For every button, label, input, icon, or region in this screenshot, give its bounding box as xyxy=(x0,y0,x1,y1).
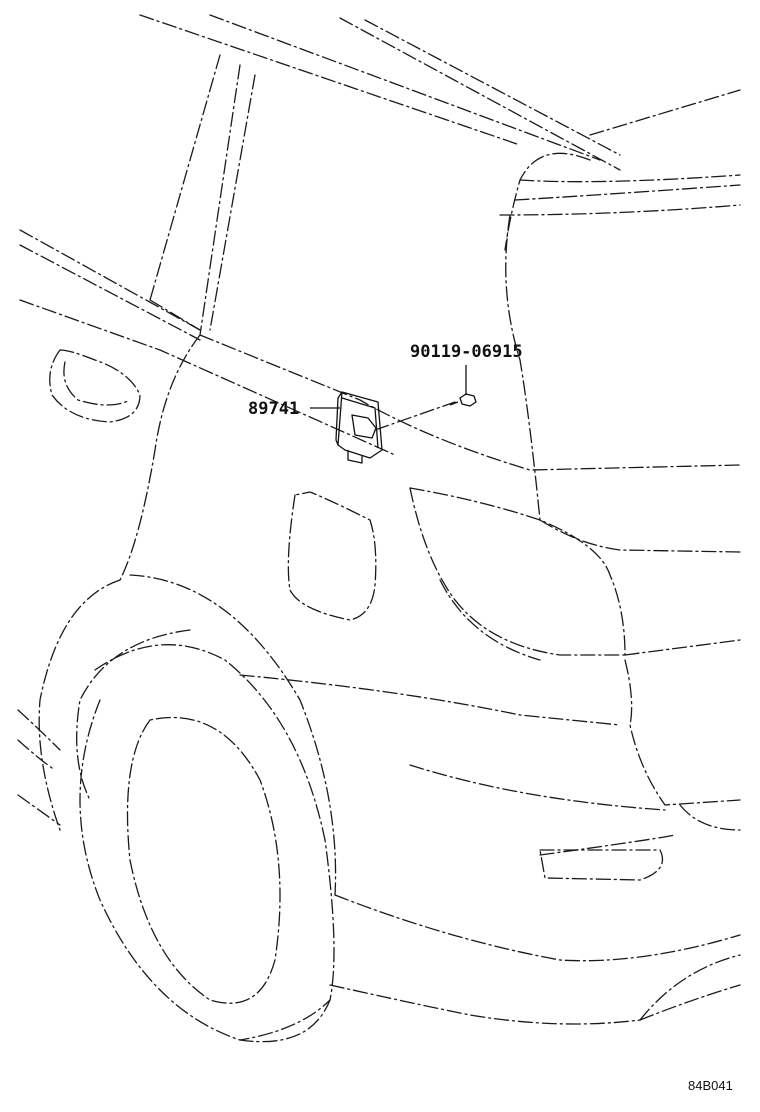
bolt-mount-line xyxy=(374,401,456,431)
part-number-label: 89741 xyxy=(248,399,299,419)
diagram-reference-code: 84B041 xyxy=(688,1078,733,1093)
bolt-part-drawing xyxy=(449,393,477,407)
part-number-label: 90119-06915 xyxy=(410,342,523,362)
vehicle-outline xyxy=(17,14,741,1043)
module-part-drawing xyxy=(335,391,383,464)
